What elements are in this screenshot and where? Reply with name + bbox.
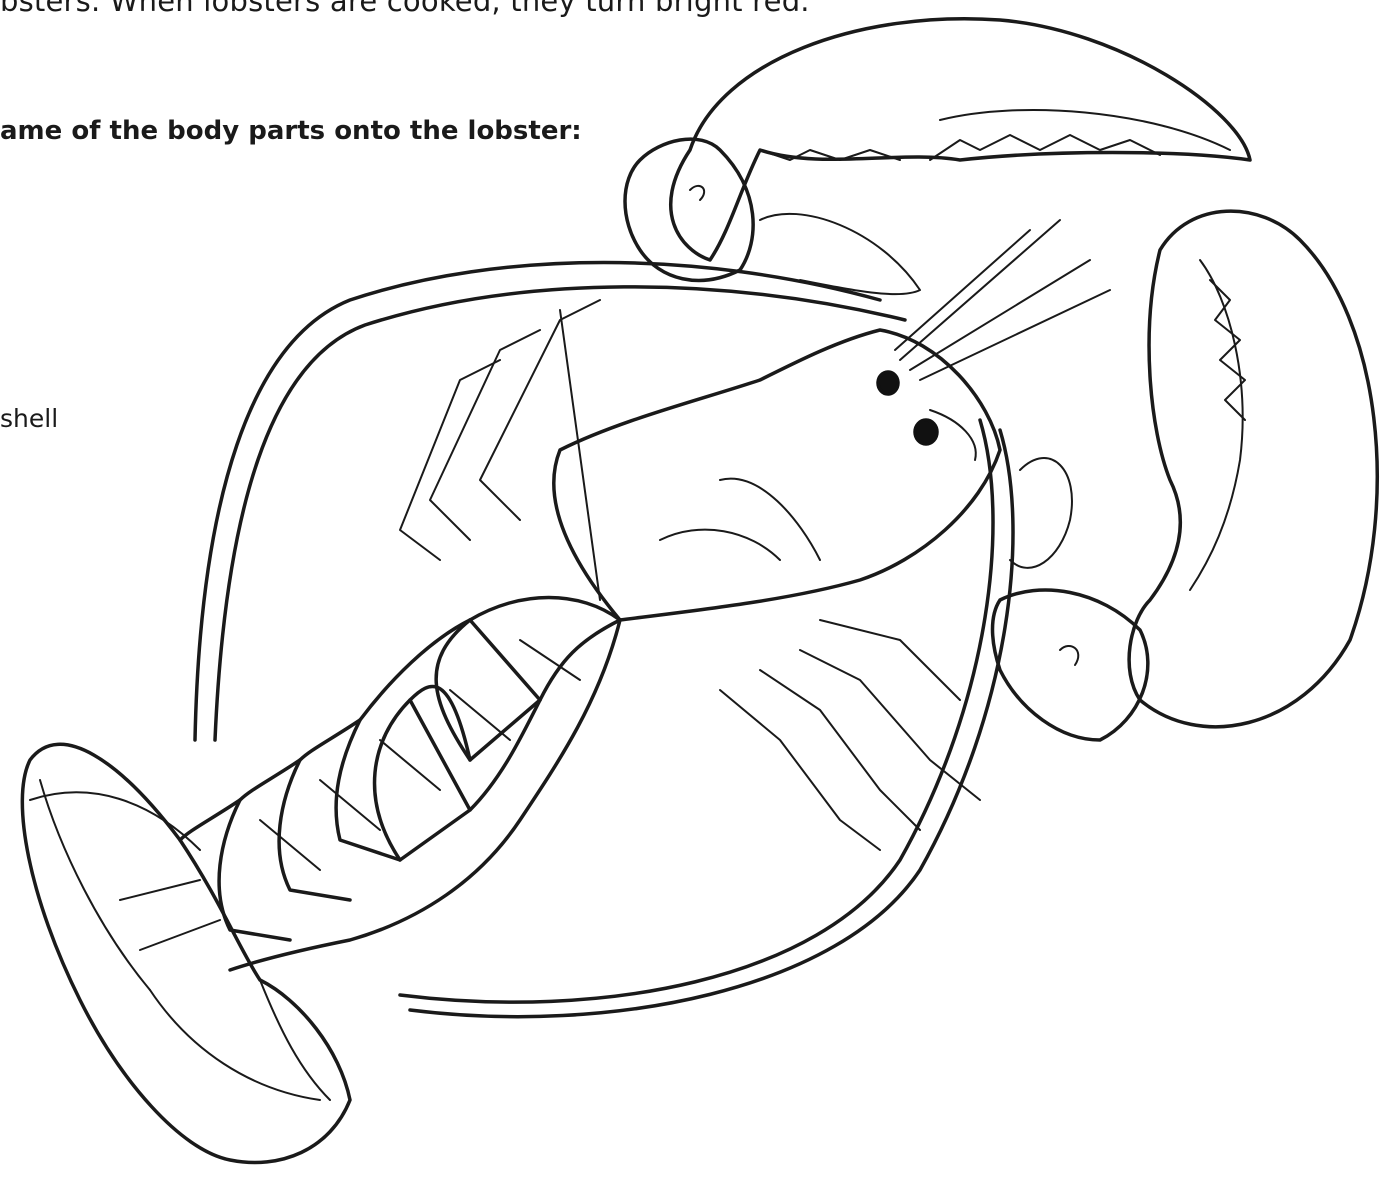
- lobster-eye-2: [915, 420, 937, 444]
- antenna-lower: [400, 420, 993, 1002]
- lower-claw: [1129, 211, 1377, 727]
- abdomen-segment-2: [375, 686, 540, 860]
- lobster-eye-1: [878, 372, 898, 394]
- tail-fan: [22, 744, 350, 1162]
- lower-arm: [993, 590, 1148, 740]
